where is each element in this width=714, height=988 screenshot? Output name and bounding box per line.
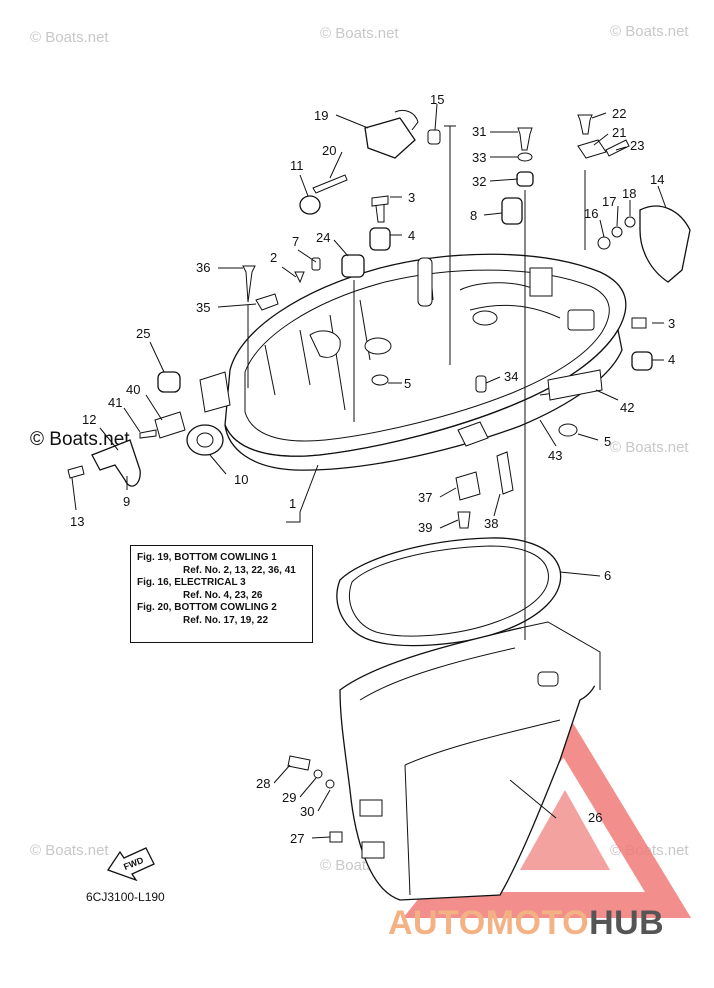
callout-37: 37	[418, 490, 432, 505]
callout-15: 15	[430, 92, 444, 107]
callout-17: 17	[602, 194, 616, 209]
callout-10: 10	[234, 472, 248, 487]
note-line-2: Ref. No. 2, 13, 22, 36, 41	[183, 564, 296, 576]
bottom-cowling-tray	[199, 253, 627, 471]
leader-lines	[71, 103, 667, 839]
callout-16: 16	[584, 206, 598, 221]
callout-43: 43	[548, 448, 562, 463]
watermark-mid-right: © Boats.net	[610, 439, 689, 456]
callout-18: 18	[622, 186, 636, 201]
callout-35: 35	[196, 300, 210, 315]
callout-40: 40	[126, 382, 140, 397]
brand-hub: HUB	[589, 904, 665, 942]
small-parts	[67, 109, 691, 843]
callout-6: 6	[604, 568, 611, 583]
watermark-bottom-left: © Boats.net	[30, 842, 109, 859]
callout-39: 39	[418, 520, 432, 535]
callout-36: 36	[196, 260, 210, 275]
callout-33: 33	[472, 150, 486, 165]
callout-5a: 5	[404, 376, 411, 391]
note-line-5: Fig. 20, BOTTOM COWLING 2	[137, 602, 277, 613]
callout-27: 27	[290, 831, 304, 846]
callout-13: 13	[70, 514, 84, 529]
watermark-top-center: © Boats.net	[320, 25, 399, 42]
callout-24: 24	[316, 230, 330, 245]
callout-38: 38	[484, 516, 498, 531]
watermark-top-right: © Boats.net	[610, 23, 689, 40]
callout-2: 2	[270, 250, 277, 265]
callout-29: 29	[282, 790, 296, 805]
callout-11: 11	[290, 158, 304, 173]
callout-20: 20	[322, 143, 336, 158]
callout-1: 1	[289, 496, 296, 511]
callout-3a: 3	[408, 190, 415, 205]
callout-numbers: 1 2 3 3 4 4 5 5 6 7 8 9 10 11 12 13 14 1…	[70, 92, 675, 846]
callout-22: 22	[612, 106, 626, 121]
note-line-4: Ref. No. 4, 23, 26	[183, 589, 263, 601]
callout-4b: 4	[668, 352, 675, 367]
callout-7: 7	[292, 234, 299, 249]
diagram-code: 6CJ3100-L190	[86, 890, 165, 904]
callout-9: 9	[123, 494, 130, 509]
watermark-top-left: © Boats.net	[30, 29, 109, 46]
callout-34: 34	[504, 369, 518, 384]
callout-31: 31	[472, 124, 486, 139]
callout-23: 23	[630, 138, 644, 153]
callout-14: 14	[650, 172, 664, 187]
callout-32: 32	[472, 174, 486, 189]
callout-19: 19	[314, 108, 328, 123]
brand-auto: AUTOMOTO	[388, 904, 590, 942]
callout-4a: 4	[408, 228, 415, 243]
rubber-seal	[336, 537, 562, 647]
lower-cowling	[339, 621, 601, 901]
callout-41: 41	[108, 395, 122, 410]
callout-5b: 5	[604, 434, 611, 449]
callout-3b: 3	[668, 316, 675, 331]
callout-12: 12	[82, 412, 96, 427]
note-line-6: Ref. No. 17, 19, 22	[183, 614, 269, 626]
automotohub-logo-text: AUTOMOTOHUB	[388, 904, 664, 943]
reference-note-box: Fig. 19, BOTTOM COWLING 1 Ref. No. 2, 13…	[130, 545, 313, 643]
callout-26: 26	[588, 810, 602, 825]
fwd-arrow-icon: FWD	[106, 847, 155, 882]
note-line-1: Fig. 19, BOTTOM COWLING 1	[137, 552, 277, 563]
callout-30: 30	[300, 804, 314, 819]
note-line-3: Fig. 16, ELECTRICAL 3	[137, 577, 246, 588]
callout-25: 25	[136, 326, 150, 341]
callout-42: 42	[620, 400, 634, 415]
callout-21: 21	[612, 125, 626, 140]
callout-8: 8	[470, 208, 477, 223]
callout-28: 28	[256, 776, 270, 791]
